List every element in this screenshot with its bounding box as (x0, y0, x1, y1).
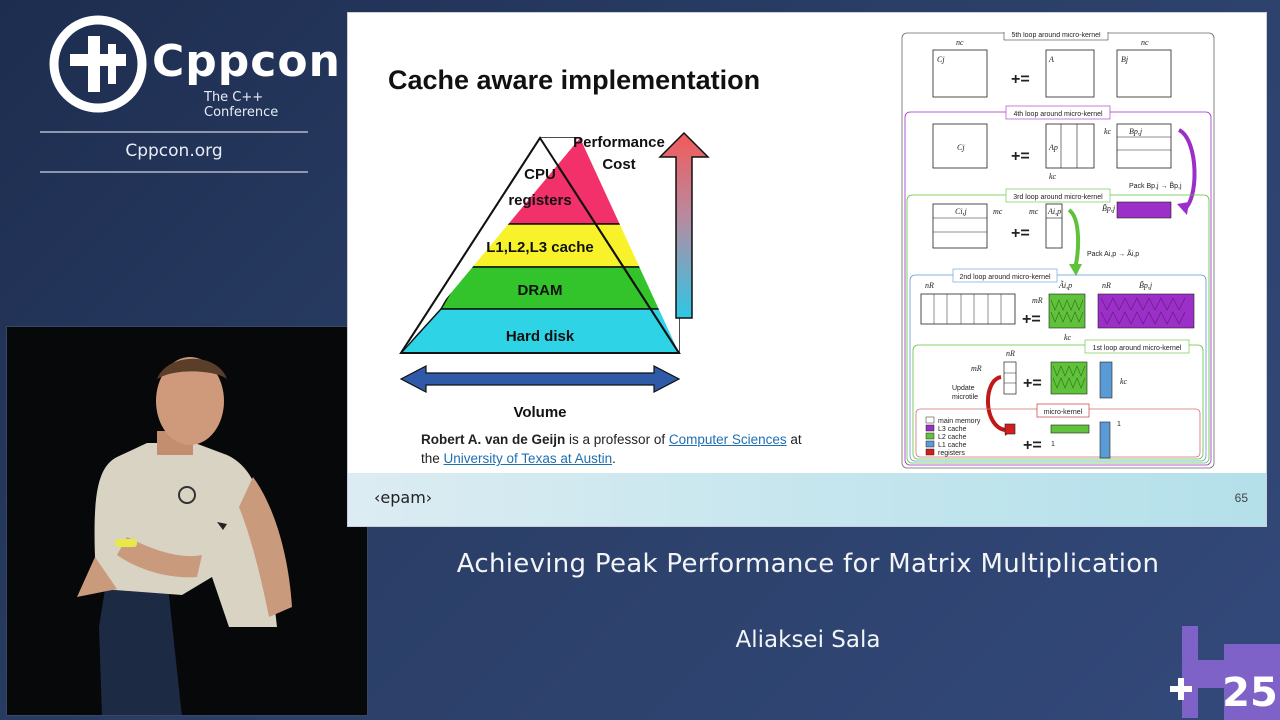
sym-ap: Ap (1048, 143, 1058, 152)
conference-name: Cppcon (152, 36, 341, 87)
update-label-1: Update (952, 385, 975, 392)
legend-l1: L1 cache (938, 442, 967, 449)
level-label-registers: registers (508, 192, 571, 209)
credit-text-3: . (612, 451, 616, 466)
micro-kernel-label: micro-kernel (1044, 409, 1083, 416)
volume-label: Volume (513, 404, 566, 421)
loop5-label: 5th loop around micro-kernel (1011, 32, 1101, 39)
pack-a-label: Pack Ai,p → Ãi,p (1087, 249, 1139, 258)
epam-logo: ‹epam› (374, 488, 433, 507)
talk-title: Achieving Peak Performance for Matrix Mu… (456, 549, 1160, 579)
loop1-frame (912, 344, 1204, 460)
sym-atilde: Ãi,p (1058, 281, 1072, 290)
b-microvector (1099, 421, 1111, 459)
loop3-label: 3rd loop around micro-kernel (1013, 194, 1103, 201)
slide-title: Cache aware implementation (388, 65, 761, 95)
unit-1-a: 1 (1051, 441, 1055, 448)
pack-b-label: Pack Bp,j → B̃p,j (1129, 182, 1182, 190)
credit-name: Robert A. van de Geijn (421, 432, 566, 447)
cppcon-logo: Cppcon The C++ Conference (48, 14, 340, 124)
talk-speaker: Aliaksei Sala (735, 627, 881, 653)
eq-2: += (1011, 148, 1030, 165)
slide-footer: ‹epam› 65 (348, 473, 1266, 526)
loop4-label: 4th loop around micro-kernel (1013, 111, 1103, 118)
legend-l2: L2 cache (938, 434, 967, 441)
arrow-label-performance: Performance (573, 134, 665, 151)
sym-mc-1: mc (993, 207, 1003, 216)
register-microtile (1004, 423, 1016, 435)
computer-sciences-link[interactable]: Computer Sciences (668, 432, 787, 447)
b-micropanel (1099, 361, 1113, 399)
sym-nr-3: nR (1006, 349, 1015, 358)
eq-6: += (1023, 437, 1042, 454)
sym-bpj: Bp,j (1129, 127, 1143, 136)
sym-bj: Bj (1121, 55, 1129, 64)
cppcon-plus-logo-icon (49, 15, 147, 113)
legend-main-memory: main memory (938, 418, 981, 425)
credit-text-2: at the (421, 432, 802, 466)
level-label-dram: DRAM (518, 282, 563, 299)
memory-hierarchy-pyramid: CPU registers L1,L2,L3 cache DRAM Hard d… (399, 131, 710, 421)
conference-website: Cppcon.org (125, 141, 223, 161)
eq-5: += (1023, 375, 1042, 392)
divider-bottom (40, 171, 308, 173)
sym-kc-3: kc (1064, 333, 1072, 342)
edition-number: 25 (1222, 670, 1278, 716)
sym-btilde-2: B̃p,j (1139, 281, 1153, 290)
divider-top (40, 131, 308, 133)
sym-kc-4: kc (1120, 377, 1128, 386)
university-link[interactable]: University of Texas at Austin (443, 451, 613, 466)
arrow-label-cost: Cost (602, 156, 635, 173)
sym-nc-1: nc (956, 38, 964, 47)
sym-nc-2: nc (1141, 38, 1149, 47)
legend-registers: registers (938, 450, 965, 457)
sym-aip: Ai,p (1047, 207, 1061, 216)
credit-text-1: is a professor of (565, 432, 669, 447)
slide-page-number: 65 (1234, 491, 1248, 505)
eq-4: += (1022, 311, 1041, 328)
sym-btilde-1: B̃p,j (1102, 204, 1116, 213)
sym-kc-1: kc (1049, 172, 1057, 181)
presentation-slide: Cache aware implementation CPU registers… (347, 12, 1267, 527)
legend-l3: L3 cache (938, 426, 967, 433)
c-panel (920, 293, 1016, 325)
update-label-2: microtile (952, 394, 978, 401)
speaker-video[interactable] (6, 326, 368, 716)
loop2-label: 2nd loop around micro-kernel (959, 274, 1050, 281)
cppcon-edition-badge: 25 (1170, 626, 1280, 720)
sym-mr-1: mR (1032, 296, 1043, 305)
loop2-frame (909, 274, 1207, 462)
sym-nr-1: nR (925, 281, 934, 290)
conference-tagline: The C++ Conference (204, 90, 279, 120)
loop5-frame (901, 32, 1215, 469)
level-label-cpu: CPU (524, 166, 556, 183)
level-label-disk: Hard disk (506, 328, 575, 345)
sym-cj-2: Cj (957, 143, 965, 152)
sym-cj: Cj (937, 55, 945, 64)
sym-nr-2: nR (1102, 281, 1111, 290)
eq-1: += (1011, 71, 1030, 88)
c-microtile-column (1003, 361, 1017, 395)
level-label-cache: L1,L2,L3 cache (486, 239, 594, 256)
volume-arrow (399, 365, 681, 393)
sym-cij: Ci,j (955, 207, 968, 216)
performance-cost-arrow (658, 131, 710, 319)
a-microvector (1050, 424, 1090, 434)
unit-1-b: 1 (1117, 421, 1121, 428)
loop1-label: 1st loop around micro-kernel (1093, 345, 1182, 352)
gemm-loop-diagram: 5th loop around micro-kernel Cj nc += A … (901, 32, 1215, 469)
cache-legend: main memory L3 cache L2 cache L1 cache r… (925, 416, 981, 457)
sym-mc-2: mc (1029, 207, 1039, 216)
sym-a: A (1048, 55, 1054, 64)
speaker-figure (7, 327, 367, 715)
packed-a-block (1048, 293, 1086, 329)
author-credit: Robert A. van de Geijn is a professor of… (421, 430, 821, 468)
eq-3: += (1011, 225, 1030, 242)
packed-b-block-small (1116, 201, 1172, 219)
sym-mr-2: mR (971, 364, 982, 373)
sym-kc-2: kc (1104, 127, 1112, 136)
